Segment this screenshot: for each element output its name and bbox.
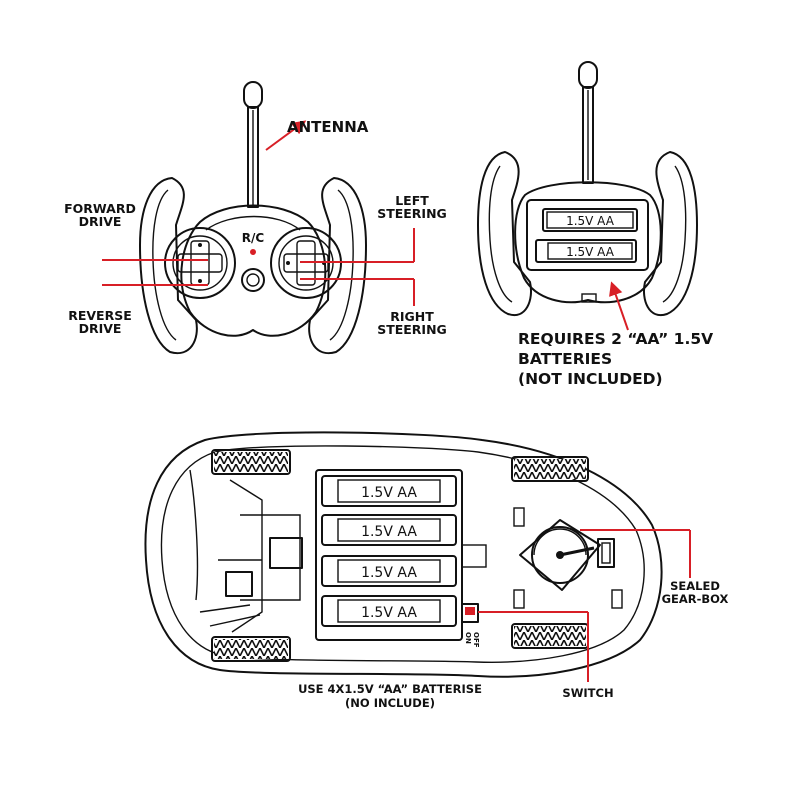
- remote-back-body-icon: [514, 181, 662, 304]
- rc-label: R/C: [242, 231, 265, 245]
- left-control-wheel-icon: [164, 227, 236, 299]
- front-left-wheel-icon: [211, 449, 291, 475]
- center-button-icon: [241, 268, 265, 292]
- car-battery-2-label: 1.5V AA: [361, 524, 417, 540]
- forward-drive-label-2: DRIVE: [79, 214, 122, 229]
- remote-battery-2-label: 1.5V AA: [566, 245, 615, 259]
- gearbox-label-1: SEALED: [670, 579, 720, 593]
- remote-body-icon: [180, 204, 327, 337]
- right-steering-label-2: STEERING: [377, 322, 447, 337]
- switch-label: SWITCH: [562, 686, 613, 700]
- remote-back-left-handle-icon: [477, 151, 532, 317]
- car-battery-note-line-2: (NO INCLUDE): [345, 696, 435, 710]
- car-body-outline-icon: [144, 431, 663, 678]
- remote-right-handle-icon: [308, 177, 367, 355]
- reverse-drive-label-1: REVERSE: [68, 308, 132, 323]
- right-steering-label-1: RIGHT: [390, 309, 434, 324]
- battery-requirement-line-1: REQUIRES 2 “AA” 1.5V: [518, 330, 713, 348]
- rear-left-wheel-icon: [511, 456, 589, 482]
- rear-right-wheel-icon: [511, 623, 589, 649]
- remote-battery-1-label: 1.5V AA: [566, 214, 615, 228]
- antenna-tip-icon: [578, 61, 598, 89]
- car-battery-3-label: 1.5V AA: [361, 565, 417, 581]
- left-steering-label-1: LEFT: [395, 193, 429, 208]
- steering-linkage-icon: [189, 469, 303, 633]
- car-battery-4: 1.5V AA: [321, 595, 457, 627]
- remote-battery-2: [535, 239, 637, 263]
- switch-on-label: ON: [464, 632, 472, 644]
- car-battery-note-line-1: USE 4X1.5V “AA” BATTERISE: [298, 682, 482, 696]
- remote-battery-compartment-icon: [526, 199, 649, 271]
- remote-back: 1.5V AA 1.5V AA REQUIRES 2 “AA” 1.5V BAT…: [477, 61, 713, 388]
- remote-back-right-handle-icon: [643, 151, 698, 317]
- reverse-drive-label-2: DRIVE: [79, 321, 122, 336]
- car-battery-1-label: 1.5V AA: [361, 485, 417, 501]
- power-led-icon: [250, 249, 256, 255]
- gearbox-label-2: GEAR-BOX: [662, 592, 729, 606]
- battery-requirement-line-2: BATTERIES: [518, 350, 612, 368]
- car-battery-1: 1.5V AA: [321, 475, 457, 507]
- remote-battery-1: [542, 208, 638, 232]
- car-battery-3: 1.5V AA: [321, 555, 457, 587]
- forward-drive-label-1: FORWARD: [64, 201, 136, 216]
- car-underside: 1.5V AA 1.5V AA 1.5V AA 1.5V AA OFF ON: [144, 431, 729, 710]
- remote-front: R/C ANTENNA FORWARD DRIVE REVERSE DRIVE …: [64, 81, 447, 355]
- front-right-wheel-icon: [211, 636, 291, 662]
- car-battery-4-label: 1.5V AA: [361, 605, 417, 621]
- switch-off-label: OFF: [472, 632, 480, 648]
- power-switch[interactable]: [461, 603, 479, 623]
- antenna-label: ANTENNA: [287, 118, 369, 136]
- battery-requirement-line-3: (NOT INCLUDED): [518, 370, 663, 388]
- gear-box-icon: [519, 519, 615, 591]
- antenna-tip-icon: [243, 81, 263, 109]
- left-steering-label-2: STEERING: [377, 206, 447, 221]
- remote-left-handle-icon: [139, 177, 198, 355]
- antenna-rod-icon: [247, 106, 259, 208]
- car-battery-2: 1.5V AA: [321, 514, 457, 546]
